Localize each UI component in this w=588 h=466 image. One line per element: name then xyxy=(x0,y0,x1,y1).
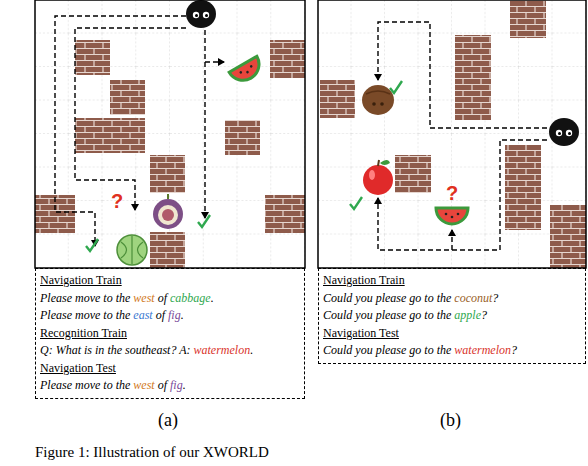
section-heading: Navigation Train xyxy=(323,272,581,290)
section-heading: Navigation Train xyxy=(40,272,300,290)
panel-label: (a) xyxy=(158,410,178,431)
panel-label: (b) xyxy=(440,410,461,431)
check-marks xyxy=(86,215,210,251)
highlight-word: east xyxy=(133,308,152,322)
panel-border xyxy=(35,0,305,268)
path-lines xyxy=(55,16,224,246)
panel-border xyxy=(318,0,586,268)
panel-a-grid xyxy=(35,0,305,268)
check-marks xyxy=(350,81,402,209)
cabbage-icon xyxy=(117,235,147,265)
instruction-text: Could you please go to the coconut? xyxy=(323,290,581,308)
instruction-text: Could you please go to the watermelon? xyxy=(323,342,581,360)
apple-icon xyxy=(363,160,393,195)
highlight-word: west xyxy=(133,378,154,392)
section-heading: Recognition Train xyxy=(40,325,300,343)
grid-lines xyxy=(318,0,586,268)
highlight-word: cabbage xyxy=(170,291,211,305)
question-mark: ? xyxy=(111,190,123,213)
agent-icon xyxy=(549,118,579,146)
grid-lines xyxy=(35,0,305,268)
highlight-word: watermelon xyxy=(194,343,251,357)
agent-icon xyxy=(186,0,216,28)
question-mark: ? xyxy=(446,182,458,205)
highlight-word: apple xyxy=(454,308,481,322)
watermelon-icon xyxy=(436,208,468,224)
highlight-word: coconut xyxy=(454,291,492,305)
coconut-icon xyxy=(362,85,394,115)
figure-caption: Figure 1: Illustration of our XWORLD xyxy=(35,444,269,461)
instruction-text: Please move to the east of fig. xyxy=(40,307,300,325)
instruction-text: Please move to the west of cabbage. xyxy=(40,290,300,308)
path-lines xyxy=(378,22,547,250)
highlight-word: watermelon xyxy=(454,343,511,357)
highlight-word: fig xyxy=(170,378,183,392)
watermelon-icon xyxy=(229,56,265,86)
brick-walls xyxy=(320,0,586,268)
highlight-word: fig xyxy=(168,308,181,322)
instruction-text: Please move to the west of fig. xyxy=(40,377,300,395)
section-heading: Navigation Test xyxy=(323,325,581,343)
highlight-word: west xyxy=(133,291,154,305)
instruction-text: Q: What is in the southeast? A: watermel… xyxy=(40,342,300,360)
instruction-box: Navigation TrainPlease move to the west … xyxy=(35,268,305,399)
instruction-text: Could you please go to the apple? xyxy=(323,307,581,325)
section-heading: Navigation Test xyxy=(40,360,300,378)
instruction-box: Navigation TrainCould you please go to t… xyxy=(318,268,586,364)
panel-b-grid xyxy=(318,0,586,268)
fig-icon xyxy=(153,194,183,229)
